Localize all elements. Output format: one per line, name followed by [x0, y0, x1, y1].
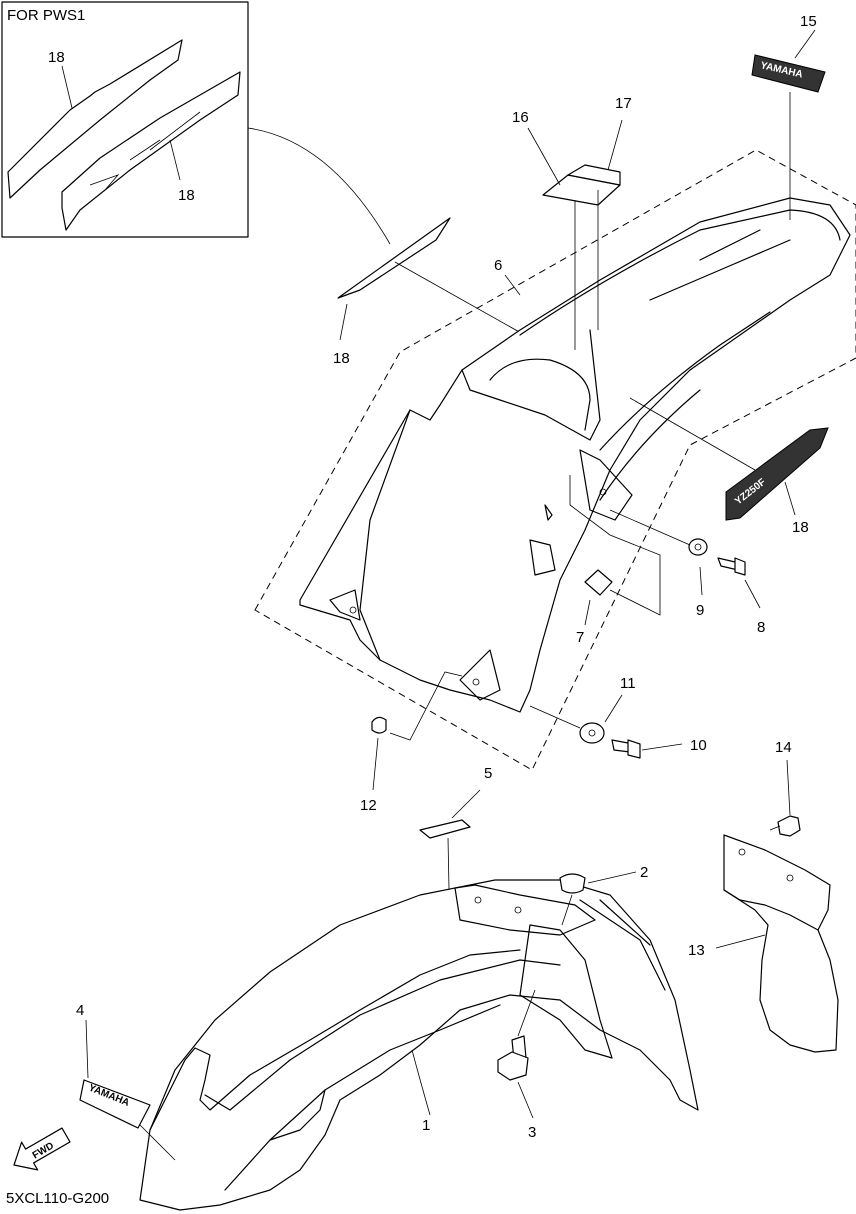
bolt-8 — [734, 557, 746, 576]
callout-18-inset-lower: 18 — [178, 187, 195, 204]
washer-11 — [579, 722, 605, 744]
callout-14: 14 — [775, 739, 792, 756]
callout-6: 6 — [494, 257, 502, 274]
callout-10: 10 — [690, 737, 707, 754]
callout-11: 11 — [620, 675, 636, 692]
screw-14 — [777, 815, 801, 837]
bolt-10 — [627, 739, 641, 759]
callout-15: 15 — [800, 13, 817, 30]
fwd-arrow: FWD — [13, 1127, 71, 1171]
side-decal-left — [337, 217, 451, 299]
decal-15 — [751, 54, 826, 93]
inset-title: FOR PWS1 — [7, 7, 85, 24]
rear-fender — [299, 197, 851, 713]
bolt-3 — [497, 1051, 529, 1081]
fastener-2 — [559, 873, 586, 894]
leader-1 — [411, 1049, 431, 1116]
inset-box: FOR PWS1 18 18 — [1, 1, 249, 238]
callout-4: 4 — [76, 1002, 84, 1019]
decal-17 — [567, 164, 621, 186]
callout-13: 13 — [688, 942, 705, 959]
front-fender — [139, 879, 699, 1211]
callout-18-inset-upper: 18 — [48, 49, 65, 66]
callout-16: 16 — [512, 109, 529, 126]
callout-7: 7 — [576, 629, 584, 646]
mud-guard-13 — [723, 834, 839, 1053]
side-decal-right — [725, 427, 829, 521]
collar-12 — [371, 716, 387, 734]
callout-1: 1 — [422, 1117, 430, 1134]
decal-4 — [79, 1079, 151, 1129]
rear-fender-group: 18 16 17 YAMAHA 15 YZ250F — [254, 13, 856, 814]
callout-3: 3 — [528, 1124, 536, 1141]
callout-5: 5 — [484, 765, 492, 782]
bolt-10-shank — [611, 739, 631, 753]
callout-18-rear-left: 18 — [333, 350, 350, 367]
callout-18-rear-right: 18 — [792, 519, 809, 536]
callout-8: 8 — [757, 619, 765, 636]
inset-leader — [247, 127, 391, 245]
callout-17: 17 — [615, 95, 632, 112]
decal-5 — [419, 819, 471, 839]
callout-2: 2 — [640, 864, 648, 881]
washer-9 — [688, 538, 708, 556]
nut-7 — [584, 569, 613, 596]
callout-12: 12 — [360, 797, 377, 814]
diagram-code: 5XCL110-G200 — [6, 1190, 109, 1207]
callout-9: 9 — [696, 602, 704, 619]
